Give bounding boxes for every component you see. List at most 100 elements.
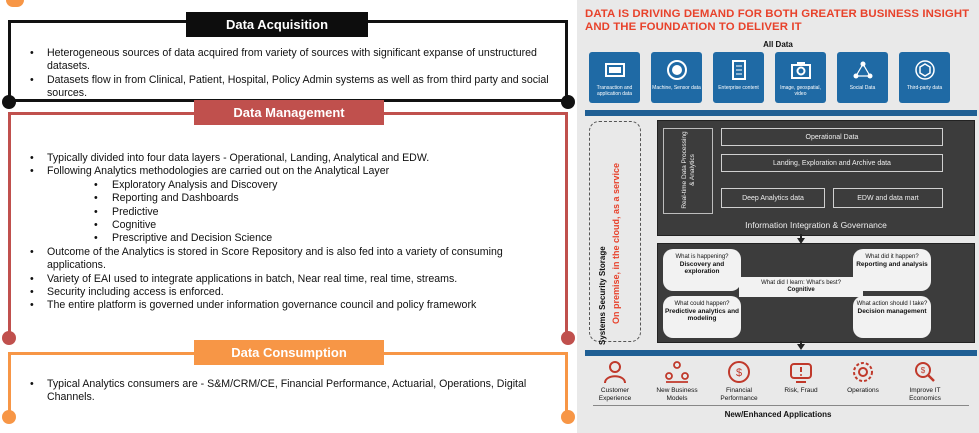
left-panel: Data Acquisition Heterogeneous sources o… (0, 0, 575, 433)
down-arrow-icon (797, 238, 805, 244)
people-network-icon (665, 361, 689, 383)
source-label: Social Data (849, 85, 876, 91)
layer-landing: Landing, Exploration and Archive data (721, 154, 943, 172)
management-bullet: Following Analytics methodologies are ca… (30, 165, 550, 179)
question: What could happen? (674, 301, 730, 307)
dollar-icon: $ (728, 361, 750, 383)
storage-label: Systems Security Storage (598, 246, 607, 345)
answer: Decision management (857, 308, 927, 315)
output-it-economics: $ Improve IT Economics (895, 360, 955, 402)
source-transaction: Transaction and application data (589, 52, 640, 103)
management-right-dot (561, 331, 575, 345)
cloud-label: On premise, in the cloud, as a service (611, 162, 621, 324)
integration-label: Information Integration & Governance (745, 220, 887, 230)
acquisition-text: Heterogeneous sources of data acquired f… (30, 47, 550, 101)
document-icon (731, 60, 746, 80)
realtime-label: Real-time Data Processing & Analytics (681, 131, 696, 209)
arrow-stem (800, 341, 802, 346)
new-apps-label: New/Enhanced Applications (724, 410, 832, 419)
analytics-decision: What action should I take? Decision mana… (853, 296, 931, 338)
analytics-cognitive: What did I learn: What's best? Cognitive (739, 277, 863, 297)
source-label: Image, geospatial, video (780, 85, 821, 97)
management-bullet: Variety of EAI used to integrate applica… (30, 273, 550, 287)
database-icon (604, 63, 625, 77)
consumption-bullet: Typical Analytics consumers are - S&M/CR… (30, 378, 550, 405)
analytics-reporting: What did it happen? Reporting and analys… (853, 249, 931, 291)
search-dollar-icon: $ (915, 362, 935, 382)
output-label: New Business Models (656, 387, 698, 402)
svg-text:$: $ (921, 366, 926, 375)
layer-edw: EDW and data mart (833, 188, 943, 208)
cube-icon (914, 60, 935, 80)
acquisition-right-dot (561, 95, 575, 109)
management-header: Data Management (194, 100, 384, 125)
methodology-item: Cognitive (30, 219, 550, 233)
arrow-stem (800, 234, 802, 239)
layer-deep-analytics: Deep Analytics data (721, 188, 825, 208)
consumption-left-dot (2, 410, 16, 424)
output-customer: Customer Experience (585, 360, 645, 402)
output-business-models: New Business Models (647, 360, 707, 402)
output-label: Improve IT Economics (909, 387, 941, 402)
cognitive-label: Cognitive (787, 287, 815, 293)
storage-dashed-box (589, 121, 641, 342)
acquisition-header: Data Acquisition (186, 12, 368, 37)
source-machine: Machine, Sensor data (651, 52, 702, 103)
svg-text:$: $ (736, 367, 742, 379)
methodology-item: Predictive (30, 206, 550, 220)
question: What did it happen? (865, 254, 919, 260)
consumption-right-dot (561, 410, 575, 424)
apps-divider (593, 405, 969, 406)
source-social: Social Data (837, 52, 888, 103)
acquisition-left-dot (2, 95, 16, 109)
consumption-text: Typical Analytics consumers are - S&M/CR… (30, 378, 550, 405)
management-bullet: Security including access is enforced. (30, 286, 550, 300)
answer: Discovery and exploration (679, 261, 725, 275)
methodology-item: Exploratory Analysis and Discovery (30, 179, 550, 193)
consumption-header: Data Consumption (194, 340, 384, 365)
output-financial: $ Financial Performance (709, 360, 769, 402)
management-bullet: Outcome of the Analytics is stored in Sc… (30, 246, 550, 273)
output-label: Risk, Fraud (784, 387, 818, 394)
output-risk: Risk, Fraud (771, 360, 831, 395)
answer: Predictive analytics and modeling (664, 308, 740, 322)
person-icon (604, 361, 626, 384)
question: What is happening? (675, 254, 729, 260)
alert-icon (790, 363, 812, 383)
output-label: Financial Performance (720, 387, 758, 402)
all-data-label: All Data (763, 40, 793, 49)
acquisition-bullet: Heterogeneous sources of data acquired f… (30, 47, 550, 74)
source-image: Image, geospatial, video (775, 52, 826, 103)
analytics-discovery: What is happening? Discovery and explora… (663, 249, 741, 291)
social-icon (853, 61, 872, 79)
acquisition-bullet: Datasets flow in from Clinical, Patient,… (30, 74, 550, 101)
camera-icon (790, 62, 811, 79)
output-label: Operations (847, 387, 879, 394)
layer-operational: Operational Data (721, 128, 943, 146)
logo-mark (6, 0, 24, 7)
source-third-party: Third-party data (899, 52, 950, 103)
source-label: Third-party data (906, 85, 943, 91)
methodology-item: Reporting and Dashboards (30, 192, 550, 206)
analytics-predictive: What could happen? Predictive analytics … (663, 296, 741, 338)
outputs-divider (585, 350, 977, 356)
answer: Reporting and analysis (856, 261, 928, 268)
realtime-box (663, 128, 713, 214)
management-bullet: The entire platform is governed under in… (30, 299, 550, 313)
management-text: Typically divided into four data layers … (30, 152, 550, 313)
question: What action should I take? (856, 301, 928, 307)
sources-divider (585, 110, 977, 116)
sensor-icon (666, 60, 687, 80)
cognitive-question: What did I learn: What's best? (761, 280, 841, 286)
gear-icon (853, 362, 873, 382)
data-layers-box (657, 120, 975, 236)
acquisition-topline-right (367, 20, 568, 23)
source-label: Machine, Sensor data (652, 85, 701, 91)
methodology-item: Prescriptive and Decision Science (30, 232, 550, 246)
output-operations: Operations (833, 360, 893, 395)
source-label: Enterprise content (718, 85, 759, 91)
acquisition-topline (8, 20, 188, 23)
down-arrow-icon (797, 344, 805, 350)
management-bullet: Typically divided into four data layers … (30, 152, 550, 166)
management-left-dot (2, 331, 16, 345)
